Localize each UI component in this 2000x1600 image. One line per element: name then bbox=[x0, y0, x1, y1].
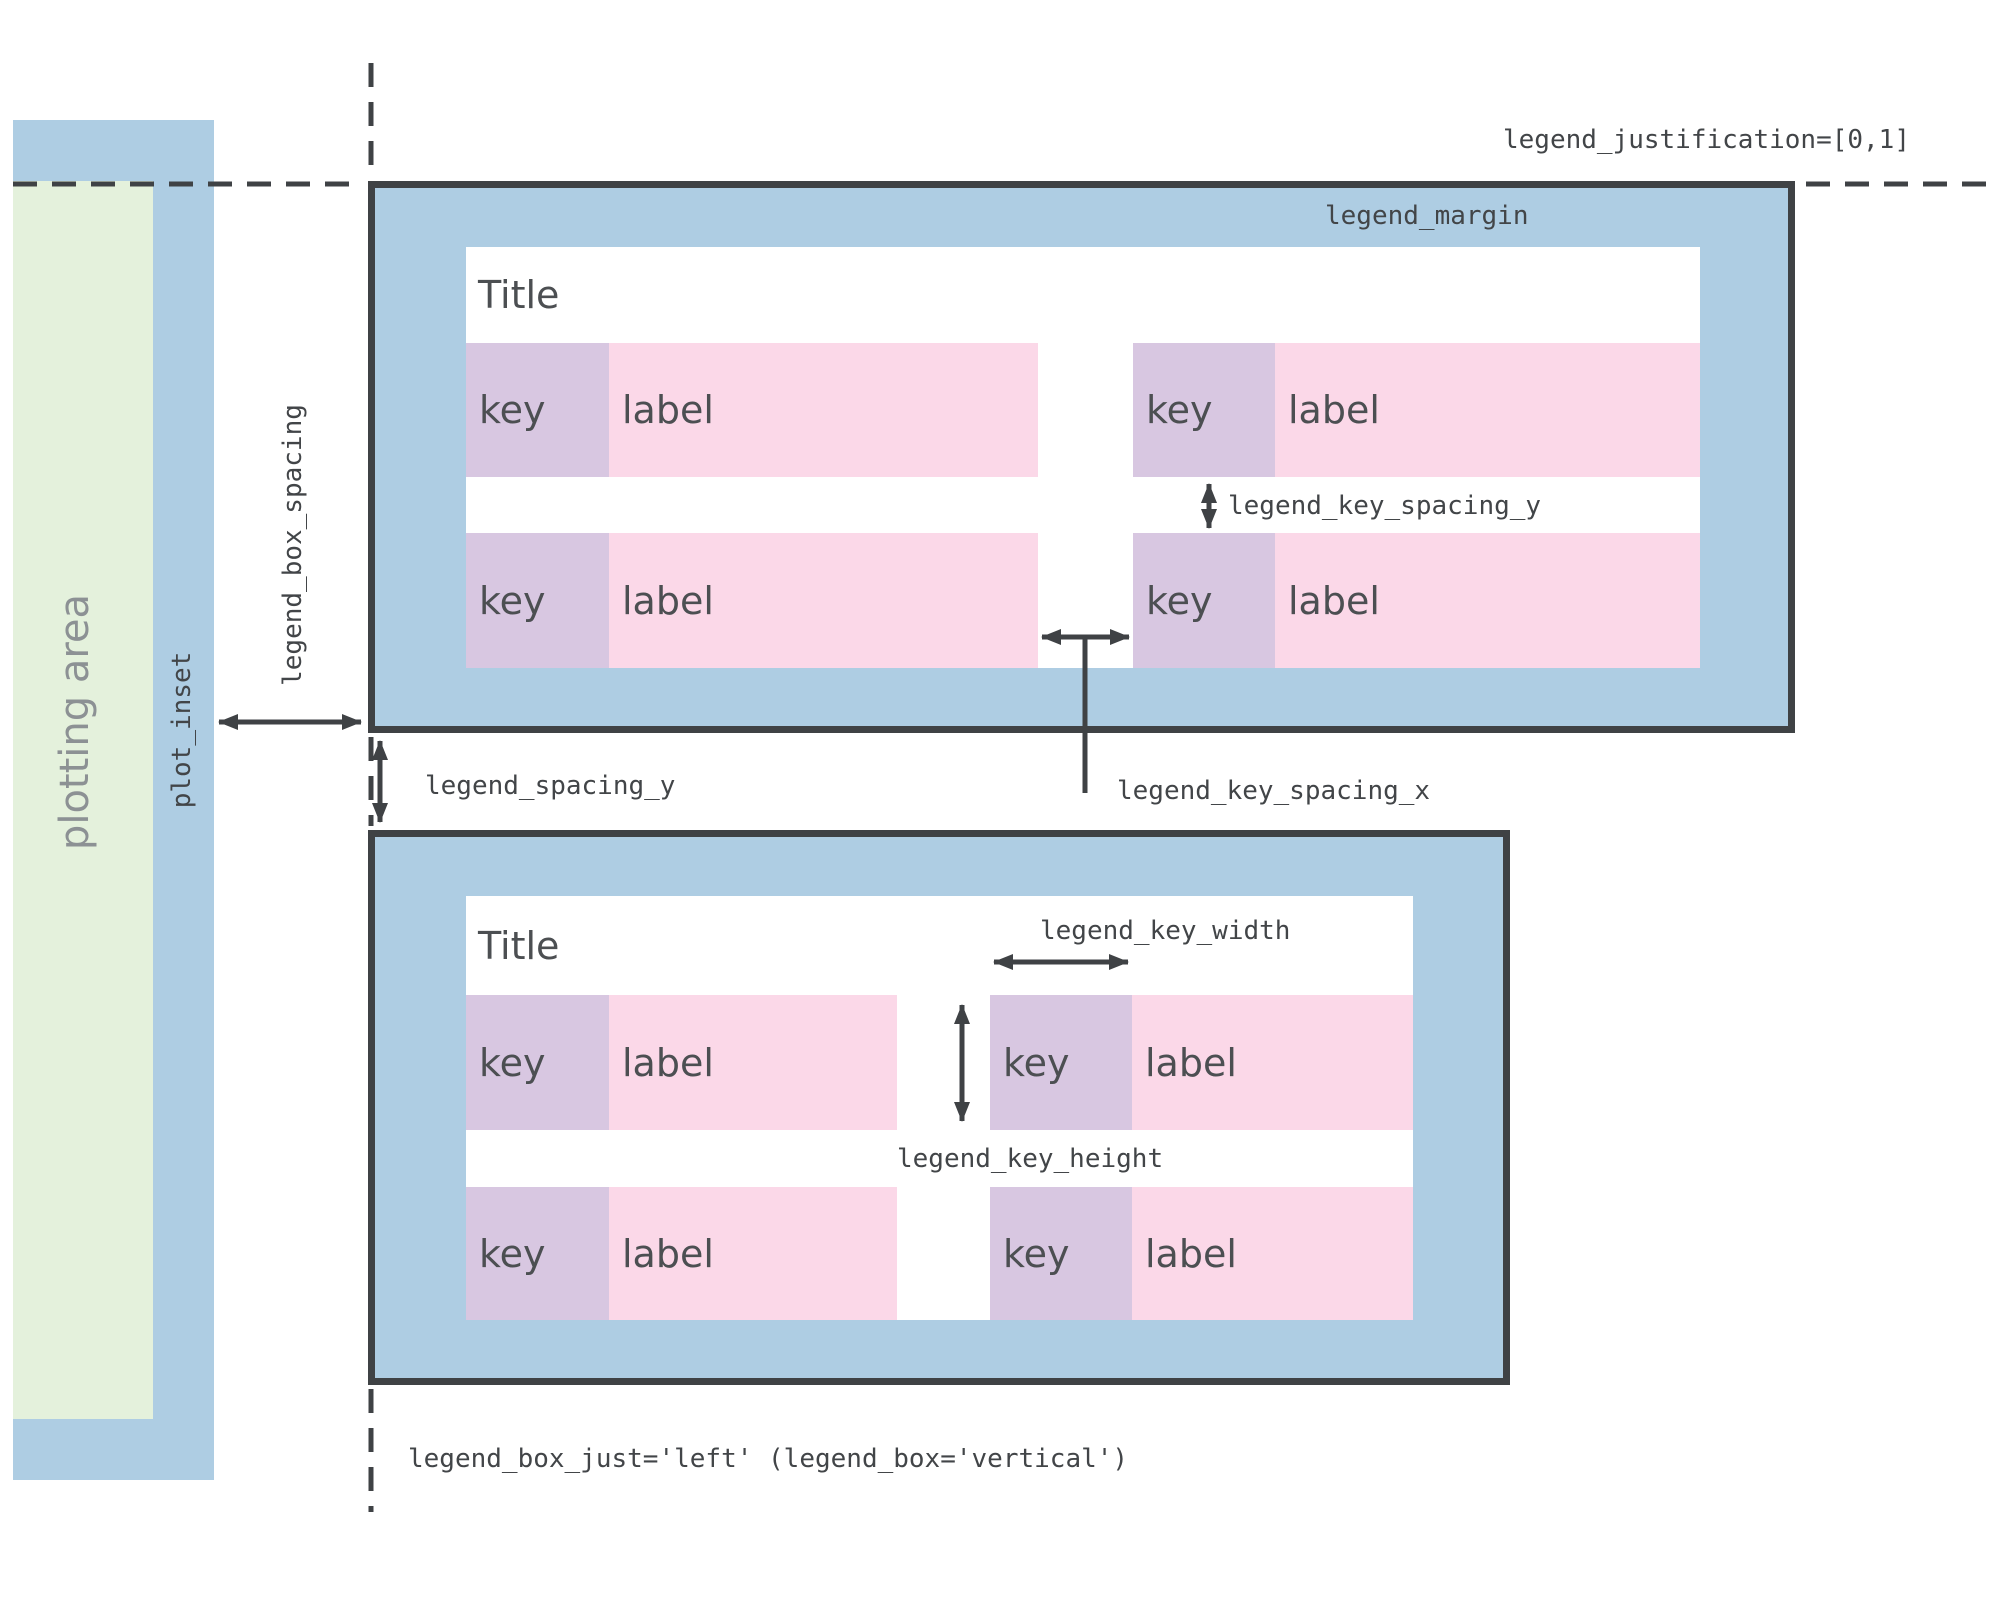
legend-1-key: key bbox=[1133, 533, 1275, 668]
legend-2-label: label bbox=[609, 1187, 897, 1320]
legend-key-height-label: legend_key_height bbox=[897, 1144, 1164, 1174]
legend-2-key: key bbox=[466, 1187, 609, 1320]
plotting-area bbox=[13, 181, 153, 1419]
legend-box-just-label: legend_box_just='left' (legend_box='vert… bbox=[408, 1444, 1129, 1474]
legend-1-label: label bbox=[1275, 343, 1700, 477]
legend-1-key: key bbox=[466, 533, 609, 668]
legend-2-key: key bbox=[990, 1187, 1132, 1320]
legend-1-key: key bbox=[1133, 343, 1275, 477]
legend-1-label: label bbox=[609, 533, 1038, 668]
legend-key-spacing-y-label: legend_key_spacing_y bbox=[1228, 491, 1542, 521]
legend-1-label: label bbox=[1275, 533, 1700, 668]
legend-spacing-y-label: legend_spacing_y bbox=[425, 771, 676, 801]
legend-key-spacing-x-arrow bbox=[1041, 629, 1130, 793]
legend-2-title: Title bbox=[478, 923, 560, 968]
legend-margin-label: legend_margin bbox=[1325, 201, 1529, 231]
legend-2-label: label bbox=[1132, 1187, 1413, 1320]
legend-2-label: label bbox=[609, 995, 897, 1130]
legend-1-title: Title bbox=[478, 273, 560, 317]
legend-1-key: key bbox=[466, 343, 609, 477]
legend-2-key: key bbox=[466, 995, 609, 1130]
legend-key-width-label: legend_key_width bbox=[1040, 916, 1291, 946]
legend-1-label: label bbox=[609, 343, 1038, 477]
legend-key-spacing-x-label: legend_key_spacing_x bbox=[1117, 776, 1431, 806]
legend-2-key: key bbox=[990, 995, 1132, 1130]
legend-justification-label: legend_justification=[0,1] bbox=[1503, 125, 1910, 155]
legend-2-label: label bbox=[1132, 995, 1413, 1130]
